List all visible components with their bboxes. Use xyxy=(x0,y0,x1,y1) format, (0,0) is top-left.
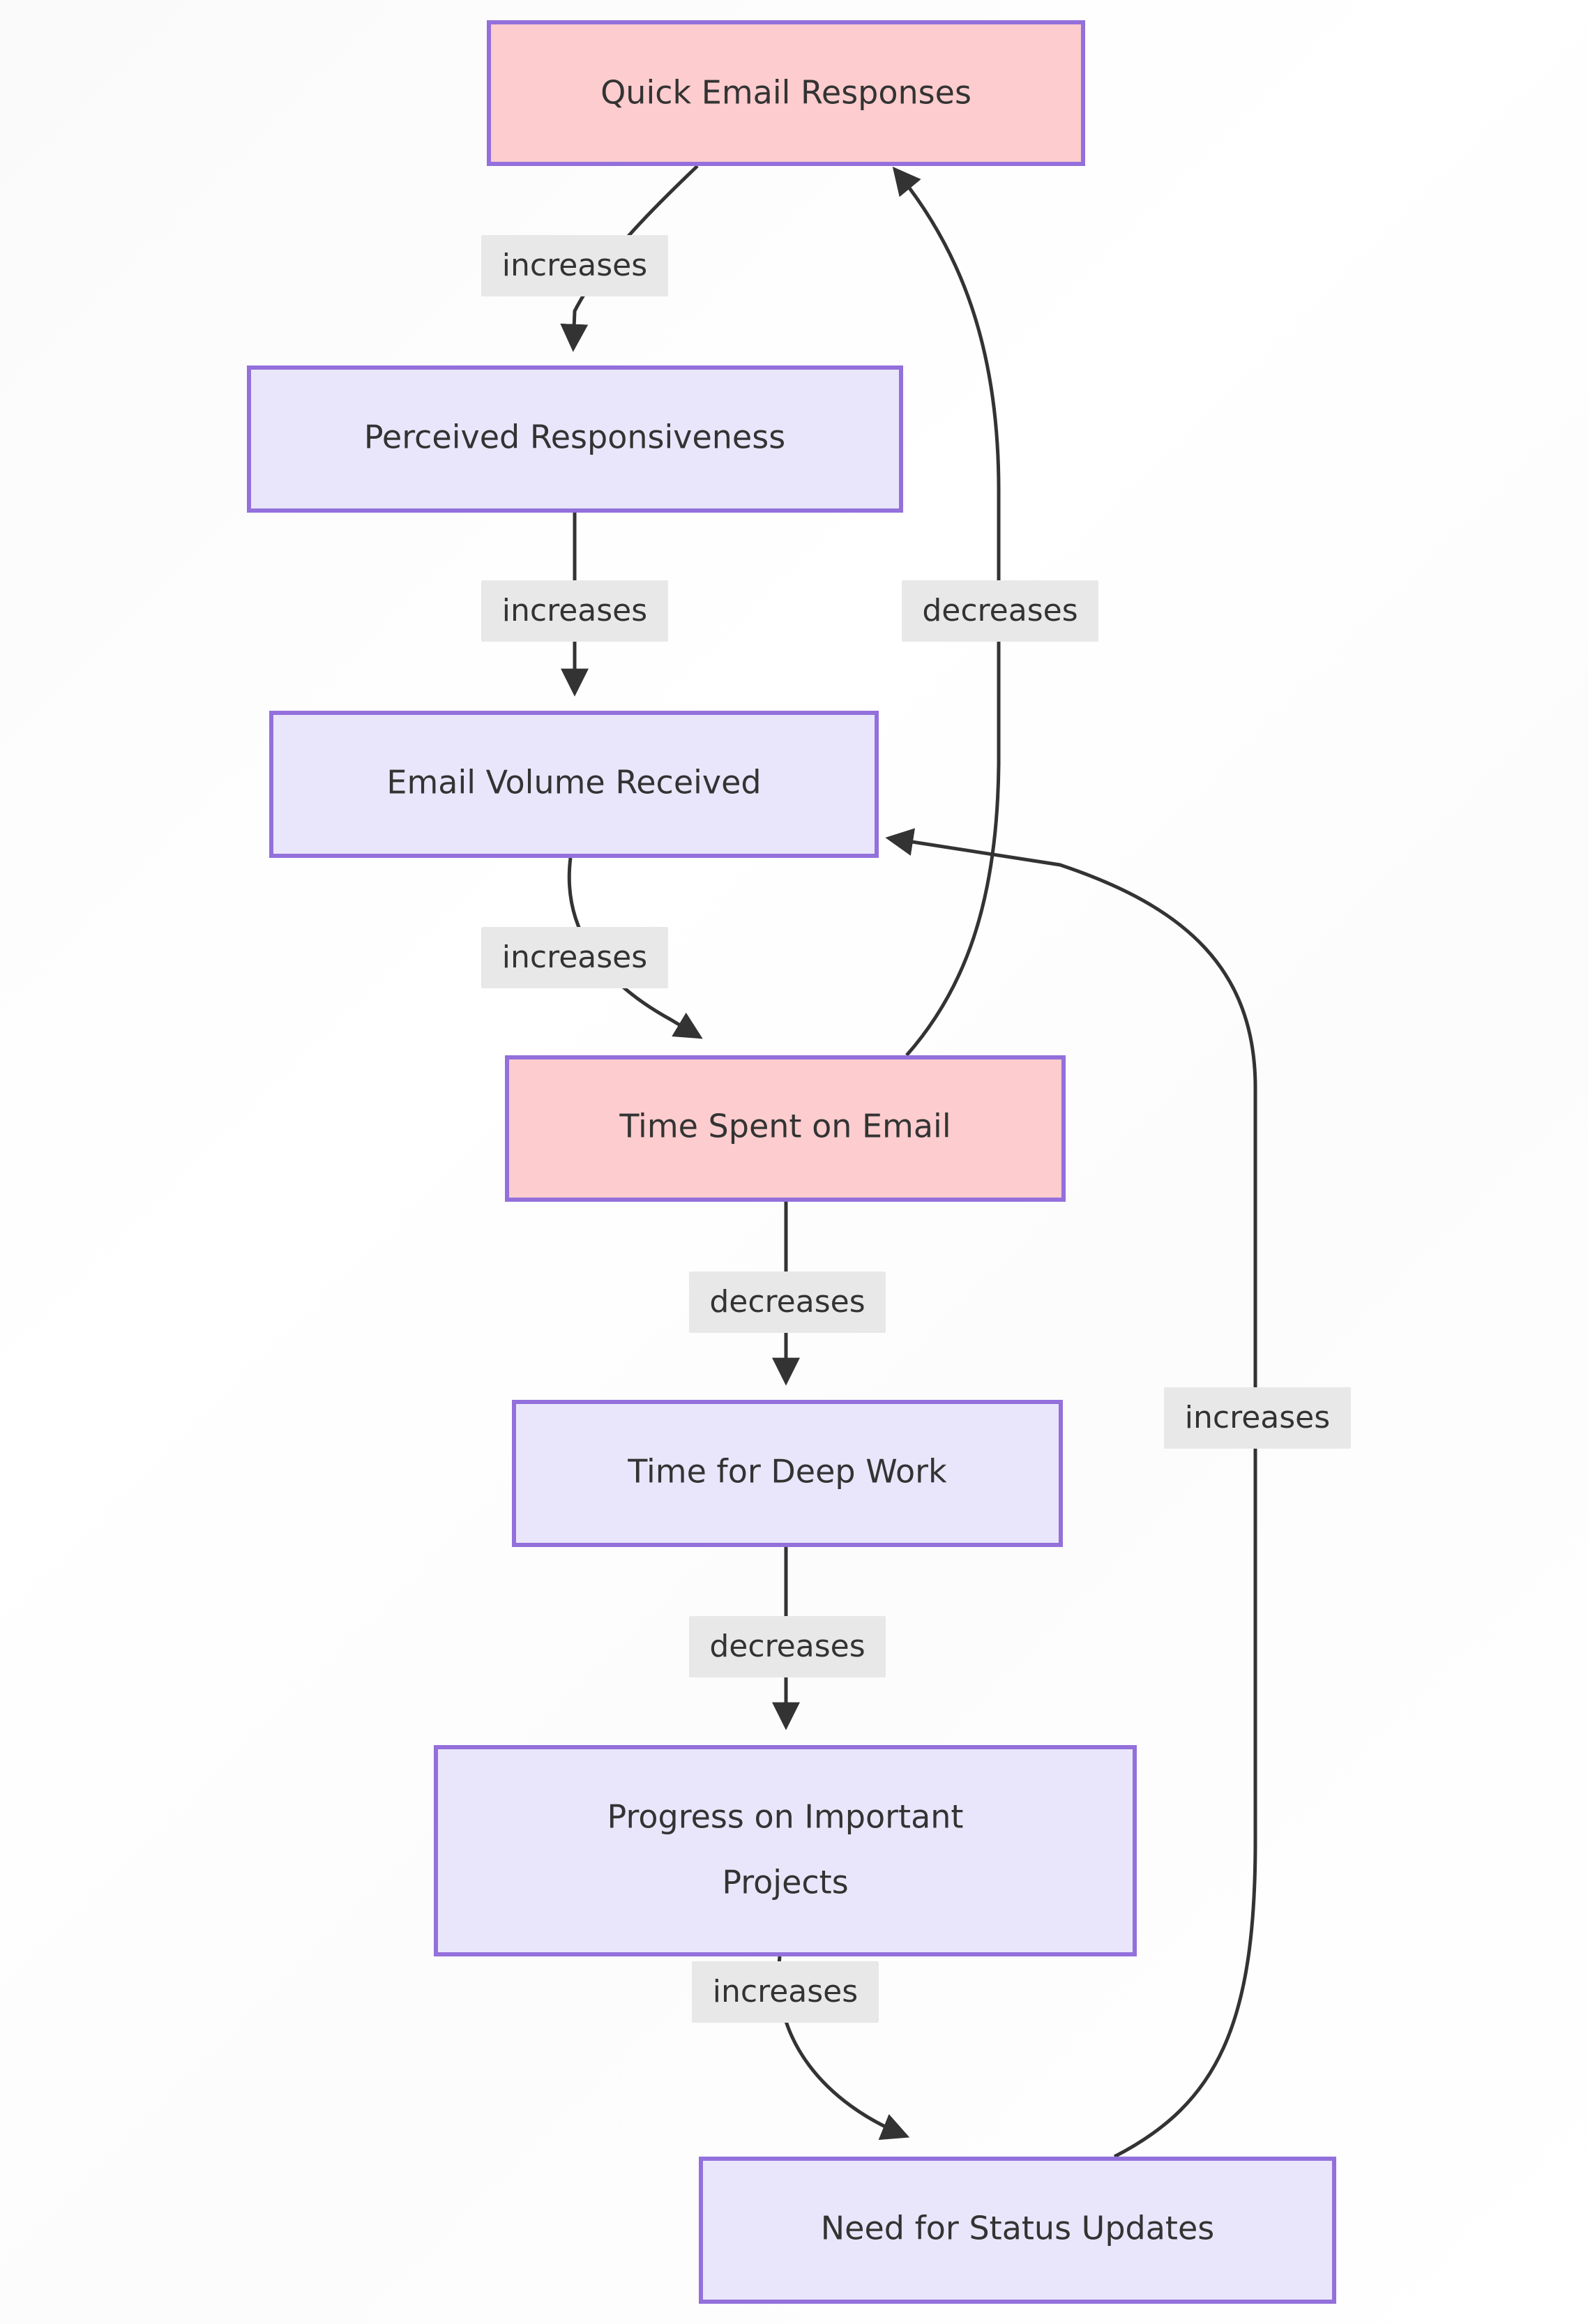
node-rect[interactable] xyxy=(247,365,903,513)
node-time-for-deep-work[interactable]: Time for Deep Work xyxy=(512,1400,1063,1547)
node-rect[interactable] xyxy=(505,1055,1066,1202)
edge-label-text: decreases xyxy=(709,1284,865,1320)
edge-label-time-spent-to-deep-work: decreases xyxy=(689,1272,886,1333)
edge-label-status-updates-to-volume: increases xyxy=(1164,1387,1351,1449)
node-need-for-status-updates[interactable]: Need for Status Updates xyxy=(699,2157,1336,2304)
edge-label-text: increases xyxy=(713,1974,858,2009)
edge-label-progress-to-status-updates: increases xyxy=(692,1961,879,2023)
node-rect[interactable] xyxy=(512,1400,1063,1547)
node-label: Quick Email Responses xyxy=(600,74,971,112)
edge-label-volume-to-time-spent: increases xyxy=(481,927,668,988)
edge-label-text: increases xyxy=(1185,1400,1330,1435)
edge-label-text: decreases xyxy=(922,593,1077,628)
node-progress-on-important-projects[interactable]: Progress on Important Projects xyxy=(434,1745,1137,1956)
edge-label-perceived-to-volume: increases xyxy=(481,580,668,642)
edge-time-spent-to-quick-email xyxy=(892,166,1001,1057)
node-label: Time for Deep Work xyxy=(627,1453,947,1491)
node-rect[interactable] xyxy=(699,2157,1336,2304)
node-rect[interactable] xyxy=(269,711,879,858)
nodes-layer: Quick Email Responses Perceived Responsi… xyxy=(247,20,1336,2304)
node-label: Need for Status Updates xyxy=(821,2210,1214,2247)
edge-label-deep-work-to-progress: decreases xyxy=(689,1616,886,1677)
edge-label-quick-email-to-perceived: increases xyxy=(481,235,668,296)
node-label: Email Volume Received xyxy=(386,764,761,801)
node-perceived-responsiveness[interactable]: Perceived Responsiveness xyxy=(247,365,903,513)
edge-label-text: increases xyxy=(502,248,647,283)
node-quick-email-responses[interactable]: Quick Email Responses xyxy=(487,20,1085,166)
node-rect[interactable] xyxy=(434,1745,1137,1956)
edge-label-text: increases xyxy=(502,593,647,628)
edge-label-text: increases xyxy=(502,940,647,975)
node-label-line1: Progress on Important xyxy=(607,1798,964,1836)
node-label: Time Spent on Email xyxy=(619,1108,951,1145)
node-label-line2: Projects xyxy=(722,1864,848,1901)
edge-labels-layer: increases increases increases decreases … xyxy=(481,235,1351,2023)
node-rect[interactable] xyxy=(487,20,1085,166)
edge-label-time-spent-to-quick-email: decreases xyxy=(902,580,1098,642)
edge-status-updates-to-volume xyxy=(885,828,1257,2159)
node-label: Perceived Responsiveness xyxy=(364,418,785,456)
edge-label-text: decreases xyxy=(709,1629,865,1664)
node-email-volume-received[interactable]: Email Volume Received xyxy=(269,711,879,858)
node-time-spent-on-email[interactable]: Time Spent on Email xyxy=(505,1055,1066,1202)
